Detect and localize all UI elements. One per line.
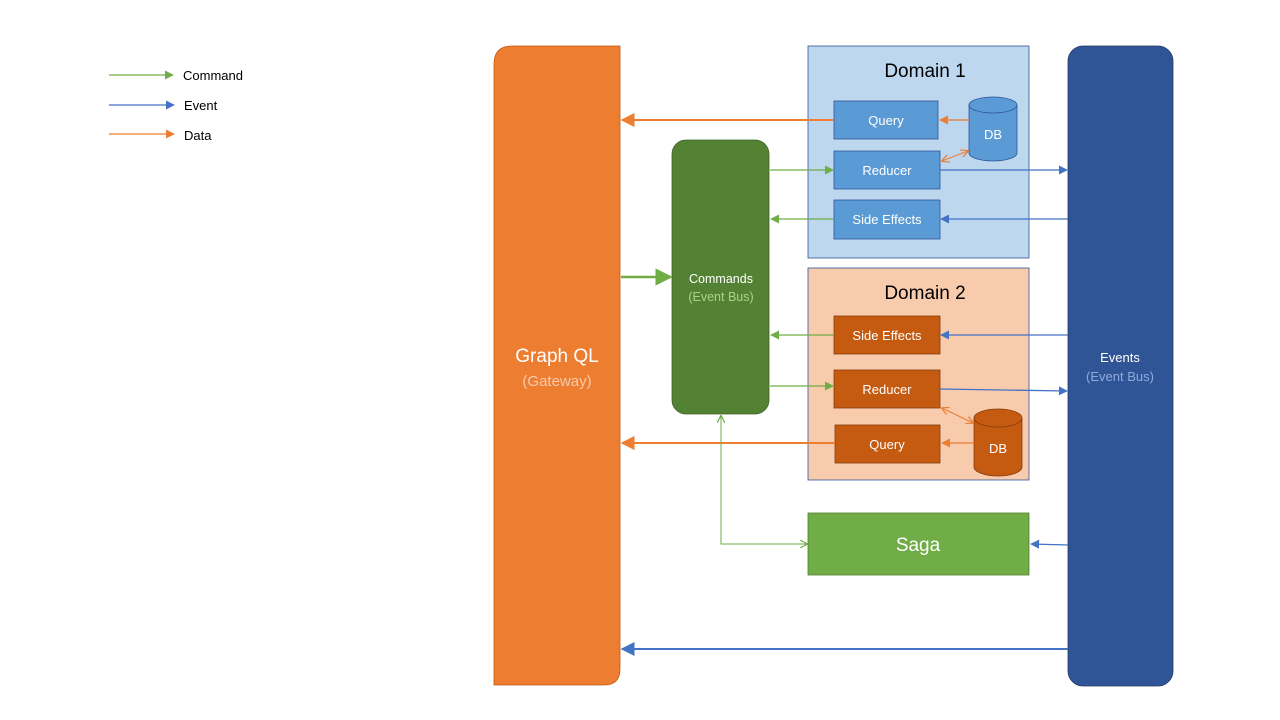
- domain-1-query-label: Query: [868, 113, 904, 128]
- domain-2-reducer-label: Reducer: [862, 382, 912, 397]
- domain-2-title: Domain 2: [884, 283, 965, 304]
- legend-event-label: Event: [184, 98, 218, 113]
- gateway-title: Graph QL: [515, 346, 598, 367]
- d2-reducer-to-events-arrow: [939, 386, 1068, 396]
- domain-1-db-label: DB: [984, 127, 1002, 142]
- events-bus-title: Events: [1100, 350, 1140, 365]
- commands-bus: Commands (Event Bus): [671, 139, 770, 415]
- domain-2-query: Query: [834, 424, 941, 464]
- domain-1-side-effects: Side Effects: [833, 199, 941, 240]
- domain-1-query: Query: [833, 100, 939, 140]
- domain-2-side-effects-label: Side Effects: [852, 328, 922, 343]
- legend: Command Event Data: [109, 68, 243, 143]
- commands-bus-subtitle: (Event Bus): [688, 290, 753, 304]
- domain-1-reducer-label: Reducer: [862, 163, 912, 178]
- domain-2-reducer: Reducer: [833, 369, 941, 409]
- legend-command-label: Command: [183, 68, 243, 83]
- saga-commands-arrow: [721, 416, 807, 544]
- domain-1-reducer: Reducer: [833, 150, 941, 190]
- domain-1-side-effects-label: Side Effects: [852, 212, 922, 227]
- domain-2-side-effects: Side Effects: [833, 315, 941, 355]
- domain-2-query-label: Query: [869, 437, 905, 452]
- saga: Saga: [807, 512, 1030, 576]
- d1-reducer-db-arrow: [942, 151, 968, 161]
- domain-1-db: DB: [968, 96, 1018, 162]
- gateway-subtitle: (Gateway): [522, 373, 591, 390]
- domain-1-title: Domain 1: [884, 61, 965, 82]
- domain-2-db: DB: [973, 408, 1023, 477]
- d2-reducer-db-arrow: [942, 408, 973, 423]
- events-bus-subtitle: (Event Bus): [1086, 369, 1154, 384]
- graphql-gateway: Graph QL (Gateway): [493, 45, 621, 686]
- domain-2: Domain 2 Side Effects Reducer Query DB: [807, 267, 1030, 481]
- saga-label: Saga: [896, 535, 941, 556]
- commands-bus-title: Commands: [689, 272, 753, 286]
- events-bus: Events (Event Bus): [1067, 45, 1174, 687]
- legend-data-label: Data: [184, 128, 212, 143]
- events-to-saga-arrow: [1030, 539, 1069, 549]
- domain-2-db-label: DB: [989, 441, 1007, 456]
- domain-1: Domain 1 Query Reducer Side Effects DB: [807, 45, 1030, 259]
